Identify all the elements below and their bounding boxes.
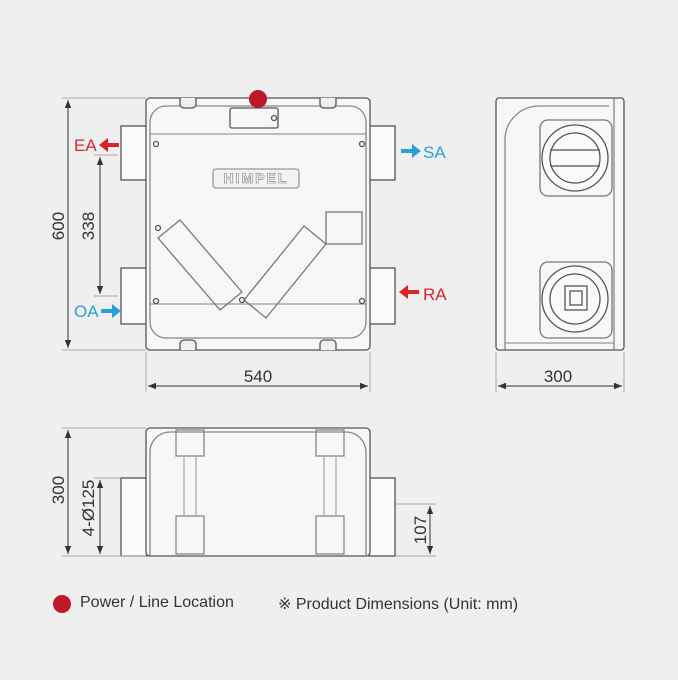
power-location-dot xyxy=(53,595,71,613)
port-sa: SA xyxy=(401,143,446,162)
logo-plate xyxy=(212,168,300,189)
top-port-frame xyxy=(539,119,613,197)
arrow-oa-icon xyxy=(101,304,121,318)
dim-port-spacing xyxy=(94,154,118,297)
duct-oa xyxy=(120,267,148,325)
dim-side-width xyxy=(495,352,625,392)
label-338: 338 xyxy=(79,212,98,240)
port-ra: RA xyxy=(399,285,447,304)
label-300-bottom: 300 xyxy=(49,476,68,504)
control-box xyxy=(229,107,279,129)
duct-bottom-right xyxy=(368,477,396,557)
svg-text:SA: SA xyxy=(423,143,446,162)
dim-duct-offset xyxy=(396,503,436,557)
arrow-ra-icon xyxy=(399,285,419,299)
side-box xyxy=(325,211,363,245)
port-ea: EA xyxy=(74,136,119,155)
filter-left xyxy=(157,219,243,311)
label-300-side: 300 xyxy=(544,367,572,386)
duct-ra xyxy=(368,267,396,325)
svg-text:EA: EA xyxy=(74,136,97,155)
bottom-port-frame xyxy=(539,261,613,339)
label-4-d125: 4-Ø125 xyxy=(79,480,98,537)
duct-ea xyxy=(120,125,148,181)
logo-text: HIMPEL xyxy=(224,170,289,186)
duct-bottom-left xyxy=(120,477,148,557)
legend-note: ※ Product Dimensions (Unit: mm) xyxy=(278,596,519,613)
arrow-sa-icon xyxy=(401,144,421,158)
svg-text:OA: OA xyxy=(74,302,99,321)
duct-sa xyxy=(368,125,396,181)
legend-power-label: Power / Line Location xyxy=(80,594,234,611)
svg-text:RA: RA xyxy=(423,285,447,304)
bottom-body xyxy=(145,427,371,557)
dim-front-height xyxy=(62,97,146,351)
label-600: 600 xyxy=(49,212,68,240)
label-540: 540 xyxy=(244,367,272,386)
dim-duct-diameter xyxy=(94,477,120,557)
port-oa: OA xyxy=(74,302,121,321)
side-view xyxy=(495,97,625,351)
bottom-view xyxy=(120,427,396,557)
front-view xyxy=(120,97,396,351)
power-location-marker xyxy=(249,90,267,108)
dim-front-width xyxy=(145,352,371,392)
label-107: 107 xyxy=(411,516,430,544)
arrow-ea-icon xyxy=(99,138,119,152)
